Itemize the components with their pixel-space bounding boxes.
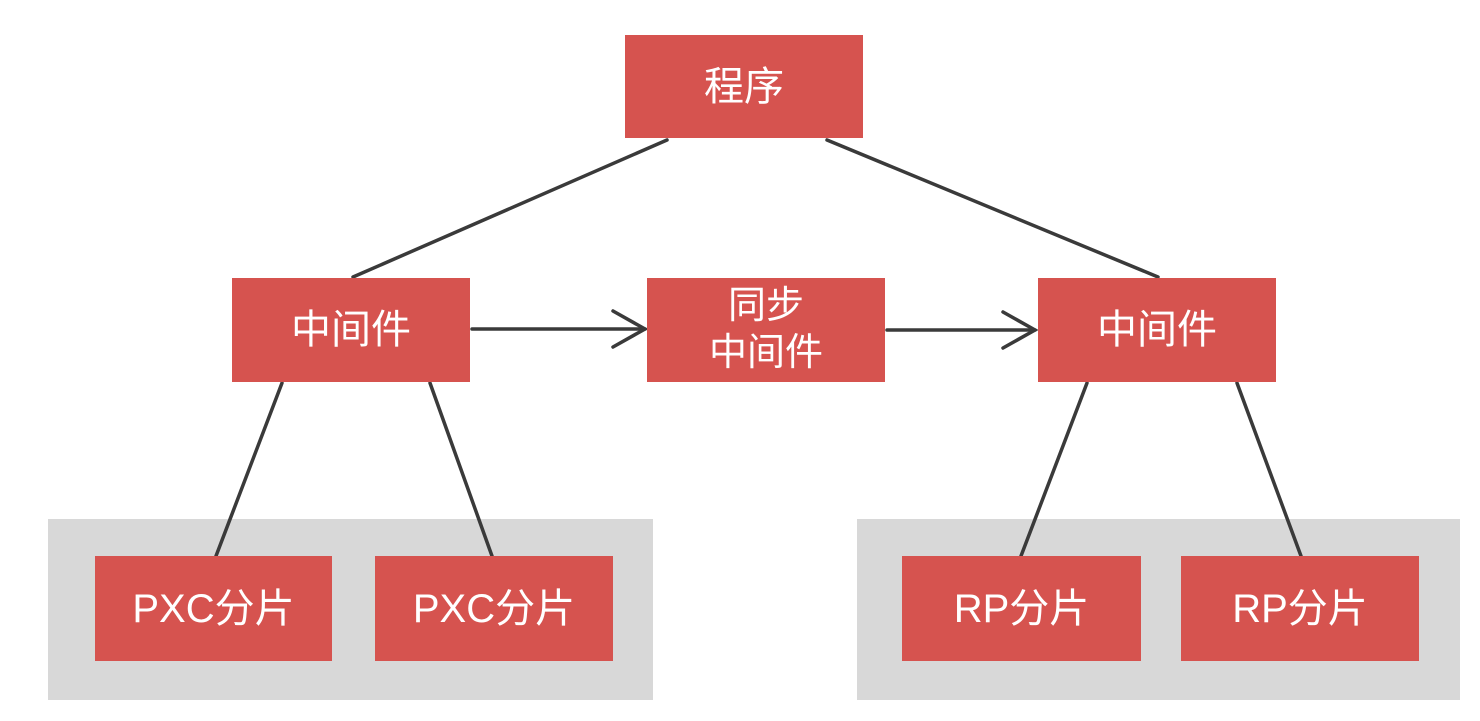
node-pxc-shard-2: PXC分片 xyxy=(375,556,613,661)
node-rp-shard-2-label: RP分片 xyxy=(1232,586,1368,631)
node-program-label: 程序 xyxy=(704,64,784,109)
node-middleware-right: 中间件 xyxy=(1038,278,1276,382)
edge-left-middleware-to-sync-arrow xyxy=(470,309,649,349)
node-rp-shard-1-label: RP分片 xyxy=(953,586,1090,631)
node-middleware-left-label: 中间件 xyxy=(291,308,411,352)
edge-program-to-left-middleware xyxy=(351,138,669,279)
node-pxc-shard-1: PXC分片 xyxy=(95,556,332,661)
node-program: 程序 xyxy=(625,35,863,138)
node-sync-middleware: 同步 中间件 xyxy=(647,278,885,382)
node-rp-shard-2: RP分片 xyxy=(1181,556,1419,661)
node-sync-middleware-label: 同步 中间件 xyxy=(708,284,823,375)
node-pxc-shard-2-label: PXC分片 xyxy=(412,586,576,631)
edge-program-to-right-middleware xyxy=(825,138,1160,279)
node-middleware-right-label: 中间件 xyxy=(1097,308,1217,352)
node-rp-shard-1: RP分片 xyxy=(902,556,1141,661)
node-pxc-shard-1-label: PXC分片 xyxy=(132,586,295,631)
node-middleware-left: 中间件 xyxy=(232,278,470,382)
edge-sync-to-right-middleware-arrow xyxy=(885,310,1039,350)
